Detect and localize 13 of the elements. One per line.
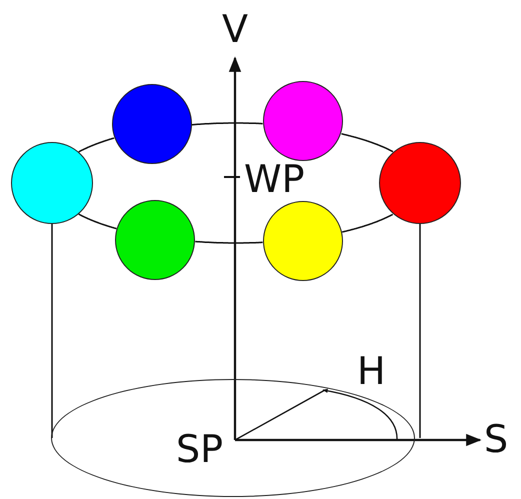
- connector-line: [78, 213, 117, 230]
- connector-line: [51, 224, 53, 438]
- axis-label: SP: [176, 430, 224, 468]
- connector-line: [78, 137, 114, 153]
- connector-line: [195, 240, 263, 244]
- connector-line: [419, 224, 421, 438]
- connector-line: [341, 133, 394, 152]
- axis-label: V: [222, 10, 248, 48]
- connector-line: [192, 122, 263, 126]
- axis-label: S: [484, 420, 508, 458]
- connector-line: [342, 214, 394, 233]
- axis-label: WP: [244, 160, 304, 198]
- axis-label: H: [357, 352, 386, 390]
